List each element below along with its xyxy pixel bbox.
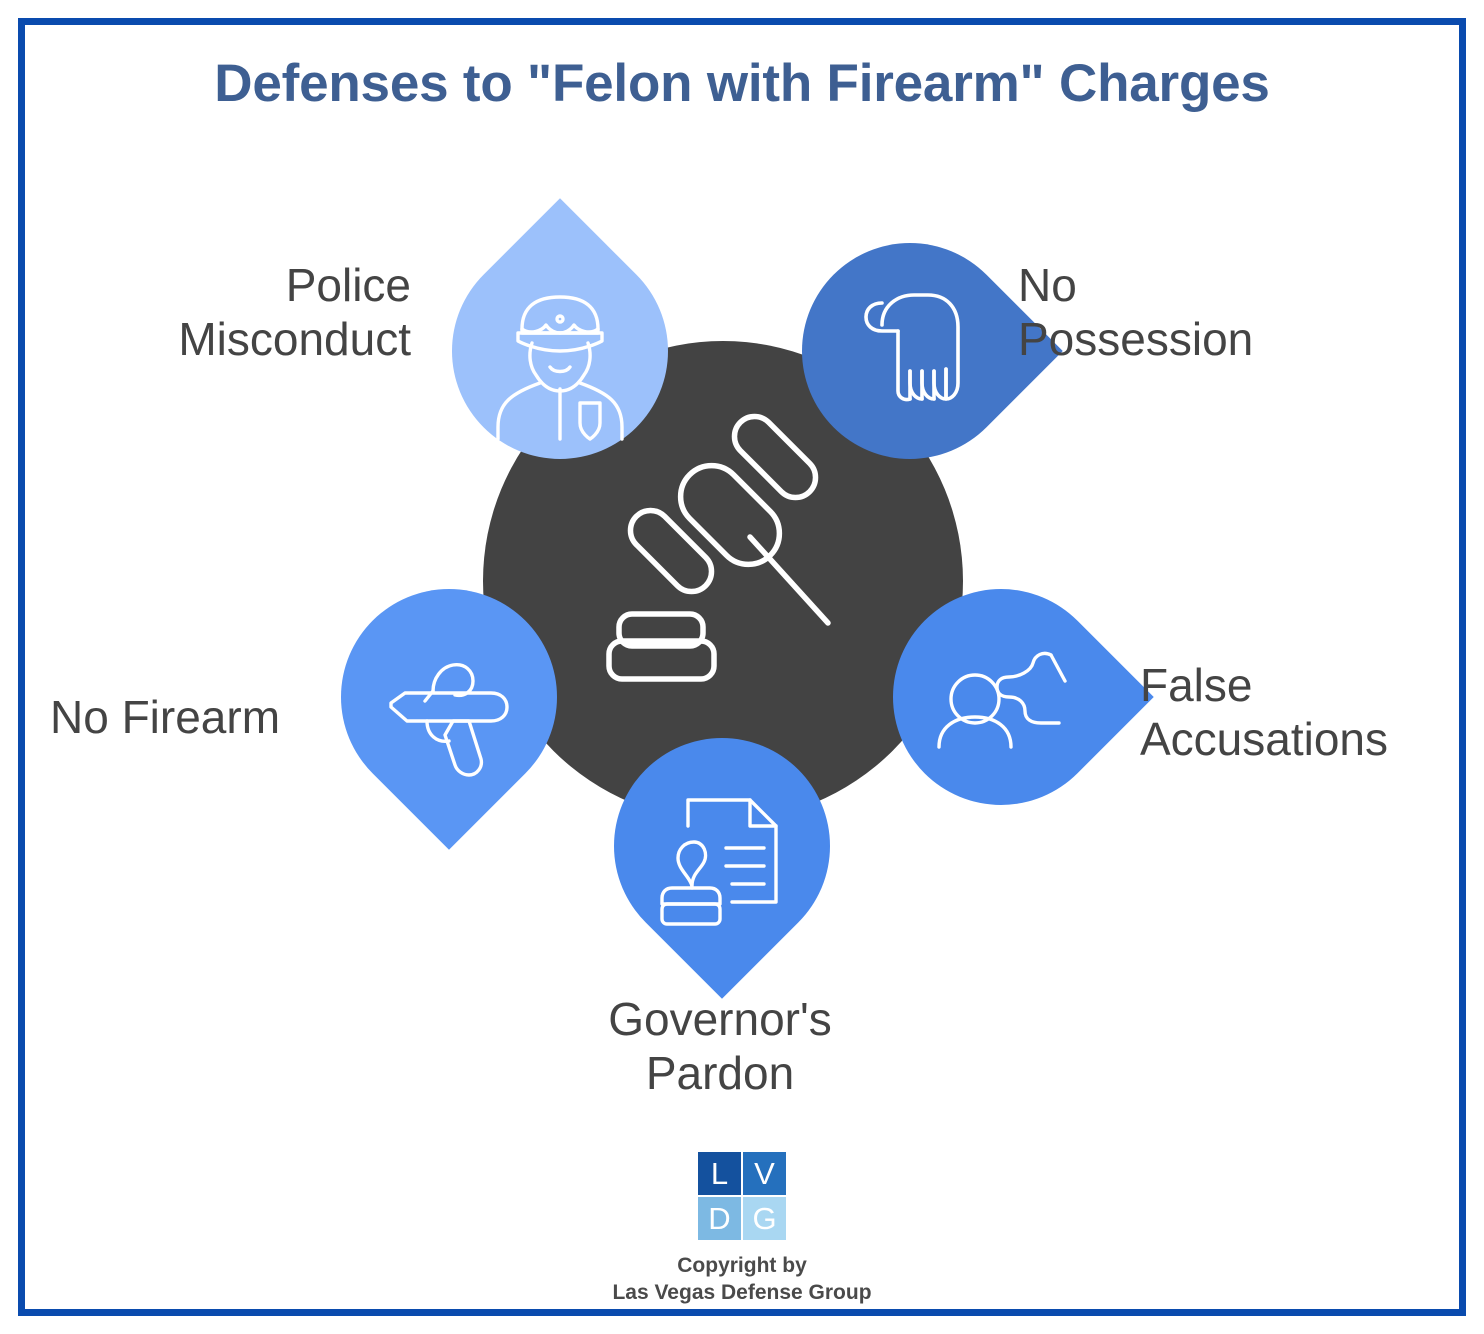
label-governors-pardon: Governor's Pardon — [608, 993, 832, 1100]
logo-cell-l: L — [698, 1152, 741, 1195]
police-officer-icon — [496, 295, 624, 441]
logo-cell-v: V — [743, 1152, 786, 1195]
petal-police-misconduct[interactable] — [407, 198, 713, 504]
logo-block: L V D G Copyright by Las Vegas Defense G… — [0, 1152, 1484, 1307]
fist-hand-icon — [864, 293, 960, 402]
petal-false-accusations[interactable] — [848, 544, 1154, 850]
page-title: Defenses to "Felon with Firearm" Charges — [214, 54, 1270, 113]
petal-no-possession[interactable] — [757, 198, 1063, 504]
gavel-icon — [606, 413, 831, 682]
petal-governors-pardon[interactable] — [569, 693, 875, 999]
person-pointing-finger-icon — [937, 651, 1067, 749]
lvdg-logo: L V D G — [698, 1152, 786, 1240]
label-no-firearm: No Firearm — [50, 691, 281, 743]
logo-cell-g: G — [743, 1197, 786, 1240]
label-false-accusations: False Accusations — [1140, 659, 1389, 766]
petal-no-firearm[interactable] — [296, 544, 602, 850]
copyright-text: Copyright by Las Vegas Defense Group — [612, 1254, 872, 1305]
stamped-document-icon — [660, 798, 778, 926]
logo-cell-d: D — [698, 1197, 741, 1240]
label-no-possession: No Possession — [1018, 259, 1254, 366]
label-police-misconduct: Police Misconduct — [178, 259, 411, 366]
handgun-icon — [389, 663, 509, 777]
